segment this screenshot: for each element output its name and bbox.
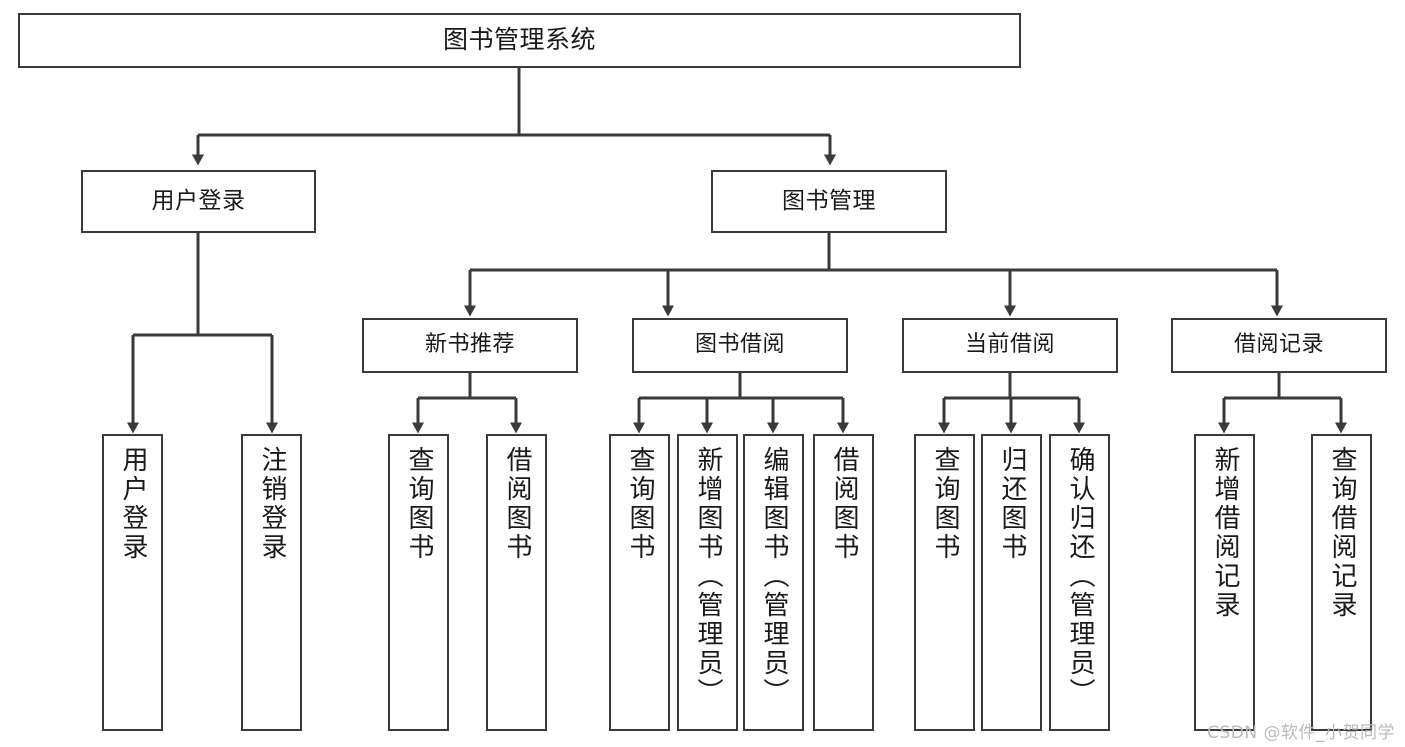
leaf-add-record[interactable]: 新增借阅记录 xyxy=(1194,434,1255,731)
leaf-query-book-1-label: 查询图书 xyxy=(404,446,435,562)
watermark-text: CSDN @软件_小贺同学 xyxy=(1207,723,1395,743)
node-current-borrow-label: 当前借阅 xyxy=(964,332,1055,358)
leaf-add-record-label: 新增借阅记录 xyxy=(1210,446,1241,620)
leaf-add-book-label: 新增图书（管理员） xyxy=(693,446,724,707)
node-new-book-recommend[interactable]: 新书推荐 xyxy=(362,318,578,373)
leaf-query-book-1[interactable]: 查询图书 xyxy=(388,434,449,731)
node-book-manage[interactable]: 图书管理 xyxy=(711,170,947,233)
leaf-user-login-label: 用户登录 xyxy=(118,446,149,562)
leaf-borrow-book-2-label: 借阅图书 xyxy=(829,446,860,562)
leaf-user-login[interactable]: 用户登录 xyxy=(102,434,163,731)
leaf-confirm-return-label: 确认归还（管理员） xyxy=(1065,446,1096,707)
node-book-manage-label: 图书管理 xyxy=(782,188,876,215)
leaf-query-book-3[interactable]: 查询图书 xyxy=(914,434,975,731)
node-new-book-recommend-label: 新书推荐 xyxy=(424,332,515,358)
leaf-logout-login[interactable]: 注销登录 xyxy=(241,434,302,731)
leaf-borrow-book-1[interactable]: 借阅图书 xyxy=(486,434,547,731)
leaf-borrow-book-2[interactable]: 借阅图书 xyxy=(813,434,874,731)
leaf-logout-login-label: 注销登录 xyxy=(257,446,288,562)
node-user-login-label: 用户登录 xyxy=(151,188,246,215)
leaf-query-record-label: 查询借阅记录 xyxy=(1327,446,1358,620)
leaf-borrow-book-1-label: 借阅图书 xyxy=(502,446,533,562)
node-borrow-record[interactable]: 借阅记录 xyxy=(1171,318,1387,373)
leaf-query-book-2-label: 查询图书 xyxy=(625,446,656,562)
node-user-login[interactable]: 用户登录 xyxy=(81,170,316,233)
node-book-borrow-label: 图书借阅 xyxy=(694,332,785,358)
leaf-edit-book-label: 编辑图书（管理员） xyxy=(759,446,790,707)
node-root[interactable]: 图书管理系统 xyxy=(18,13,1021,68)
leaf-return-book[interactable]: 归还图书 xyxy=(981,434,1042,731)
leaf-add-book[interactable]: 新增图书（管理员） xyxy=(677,434,738,731)
node-book-borrow[interactable]: 图书借阅 xyxy=(632,318,848,373)
leaf-edit-book[interactable]: 编辑图书（管理员） xyxy=(743,434,804,731)
leaf-query-book-2[interactable]: 查询图书 xyxy=(609,434,670,731)
node-current-borrow[interactable]: 当前借阅 xyxy=(902,318,1118,373)
leaf-query-record[interactable]: 查询借阅记录 xyxy=(1311,434,1372,731)
node-root-label: 图书管理系统 xyxy=(442,25,596,55)
leaf-return-book-label: 归还图书 xyxy=(997,446,1028,562)
node-borrow-record-label: 借阅记录 xyxy=(1233,332,1324,358)
leaf-query-book-3-label: 查询图书 xyxy=(930,446,961,562)
leaf-confirm-return[interactable]: 确认归还（管理员） xyxy=(1049,434,1110,731)
